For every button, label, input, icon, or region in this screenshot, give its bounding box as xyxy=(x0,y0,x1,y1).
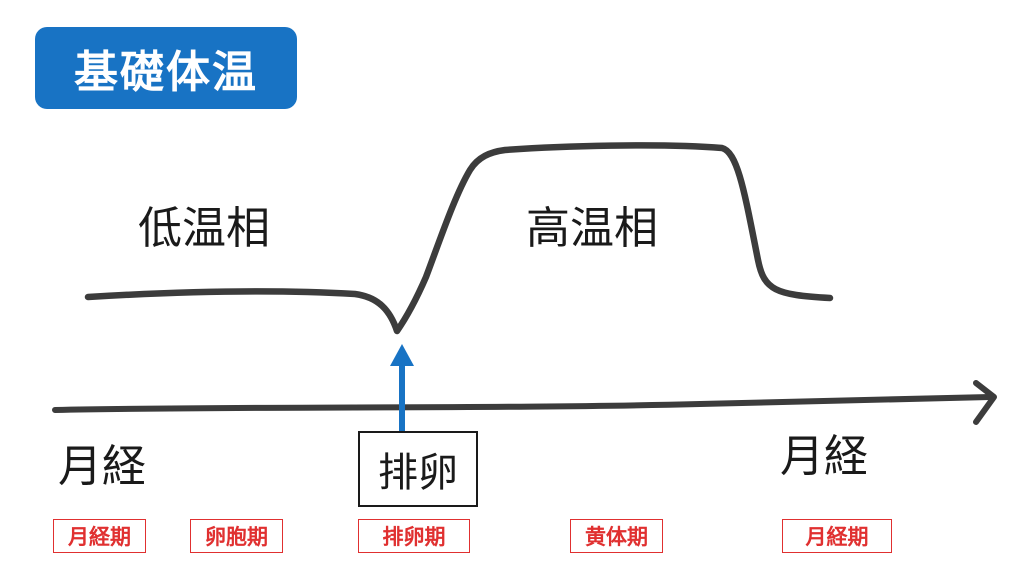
phase-ovulatory: 排卵期 xyxy=(358,519,470,553)
menstruation-label-right: 月経 xyxy=(780,431,868,482)
phase-label: 卵胞期 xyxy=(205,525,268,549)
phase-menstrual-start: 月経期 xyxy=(53,519,146,553)
diagram-title: 基礎体温 xyxy=(74,47,258,98)
temperature-curve xyxy=(84,142,834,335)
axis-arrowhead-icon xyxy=(973,380,997,425)
low-phase-label: 低温相 xyxy=(138,203,270,254)
phase-luteal: 黄体期 xyxy=(570,519,663,553)
ovulation-arrowhead-icon xyxy=(390,344,414,366)
ovulation-box: 排卵 xyxy=(358,431,478,507)
high-phase-label: 高温相 xyxy=(526,203,658,254)
phase-menstrual-end: 月経期 xyxy=(782,519,892,553)
phase-follicular: 卵胞期 xyxy=(190,519,283,553)
menstruation-label-left: 月経 xyxy=(58,441,146,492)
time-axis xyxy=(52,394,993,413)
ovulation-label: 排卵 xyxy=(378,450,458,496)
phase-label: 月経期 xyxy=(68,525,131,549)
title-badge: 基礎体温 xyxy=(35,27,297,109)
phase-label: 月経期 xyxy=(805,525,869,549)
phase-label: 排卵期 xyxy=(382,525,446,549)
phase-label: 黄体期 xyxy=(585,525,648,549)
